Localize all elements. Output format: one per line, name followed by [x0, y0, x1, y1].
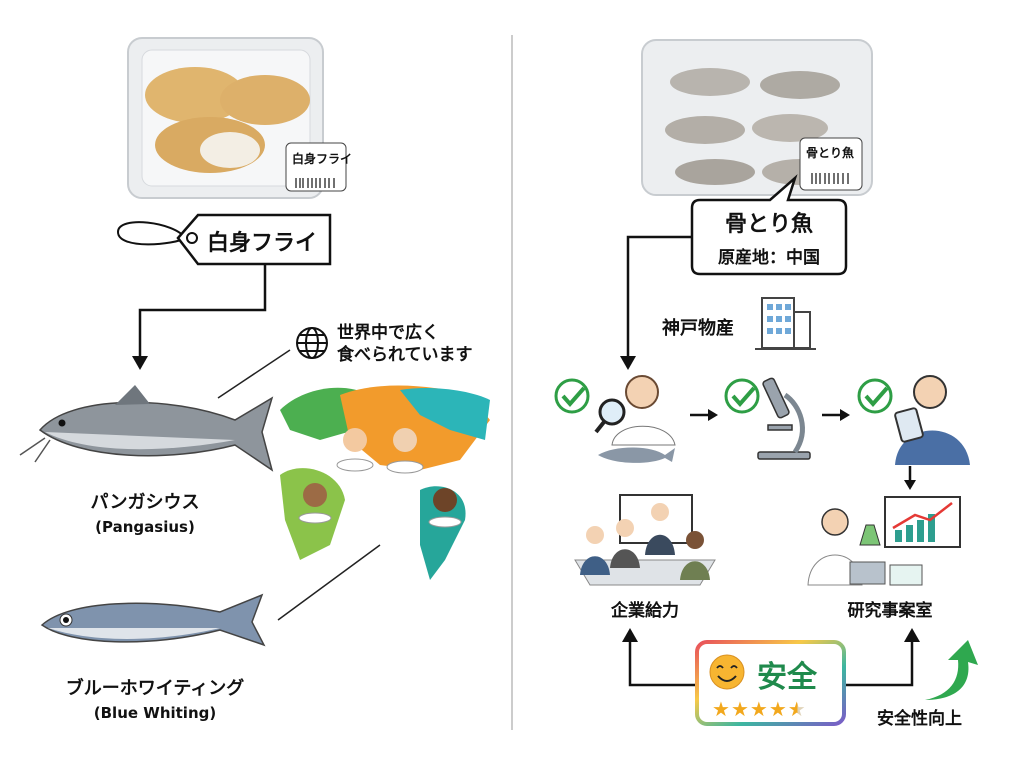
company-name: 神戸物産 [662, 318, 734, 339]
star-icon: ★ [749, 697, 769, 721]
node-label-right: 研究事案室 [847, 601, 933, 621]
improvement-arrow-icon [925, 640, 978, 700]
building-icon [755, 297, 816, 350]
node-label-left: 企業給力 [611, 601, 679, 621]
improvement-text: 安全性向上 [877, 709, 962, 729]
connector-arrow [138, 264, 267, 358]
boneless-fish-package [641, 39, 873, 196]
star-icon: ★ [768, 697, 788, 721]
pangasius-name: パンガシウス [90, 492, 200, 513]
tag-text: 白身フライ [207, 231, 318, 256]
package-label: 白身フライ [292, 152, 353, 166]
check-icon [857, 378, 893, 414]
business-meeting-image [574, 494, 716, 586]
globe-icon [296, 327, 328, 359]
pangasius-en-name: (Pangasius) [95, 518, 195, 536]
researcher-with-chart-image [807, 496, 961, 586]
pangasius-fish-image [19, 385, 274, 472]
price-tag [117, 213, 332, 266]
flow-arrow [690, 409, 718, 421]
caption-line: 食べられています [337, 345, 473, 365]
inspector-with-magnifier-image [594, 375, 676, 463]
blue-whiting-fish-image [40, 593, 266, 647]
blue-whiting-name: ブルーホワイティング [65, 678, 245, 699]
origin-callout [690, 174, 848, 276]
world-map-image [280, 385, 490, 580]
star-icon: ★ [712, 697, 731, 721]
connector-arrow [628, 640, 695, 687]
check-icon [724, 378, 760, 414]
smiley-icon [709, 654, 745, 690]
check-icon [554, 378, 590, 414]
connector-arrow [845, 640, 914, 687]
safety-badge-text: 安全 [757, 660, 817, 695]
rating-stars: ★★★★★ [712, 697, 807, 721]
microscope-icon [757, 377, 811, 460]
globe-caption: 世界中で広く 食べられています [337, 322, 473, 366]
pointer-line [277, 544, 381, 621]
callout-origin: 原産地：中国 [718, 248, 820, 268]
package-label: 骨とり魚 [806, 146, 855, 160]
caption-line: 世界中で広く [337, 323, 439, 343]
blue-whiting-en-name: (Blue Whiting) [93, 704, 217, 722]
callout-title: 骨とり魚 [724, 212, 813, 237]
flow-arrow-down [904, 466, 916, 490]
connector-arrow [626, 235, 692, 358]
pointer-line [217, 349, 291, 399]
fried-fish-package [127, 37, 347, 199]
reviewer-with-tablet-image [894, 375, 970, 465]
star-icon: ★ [730, 697, 750, 721]
half-star-icon: ★ [787, 697, 807, 721]
flow-arrow [822, 409, 850, 421]
